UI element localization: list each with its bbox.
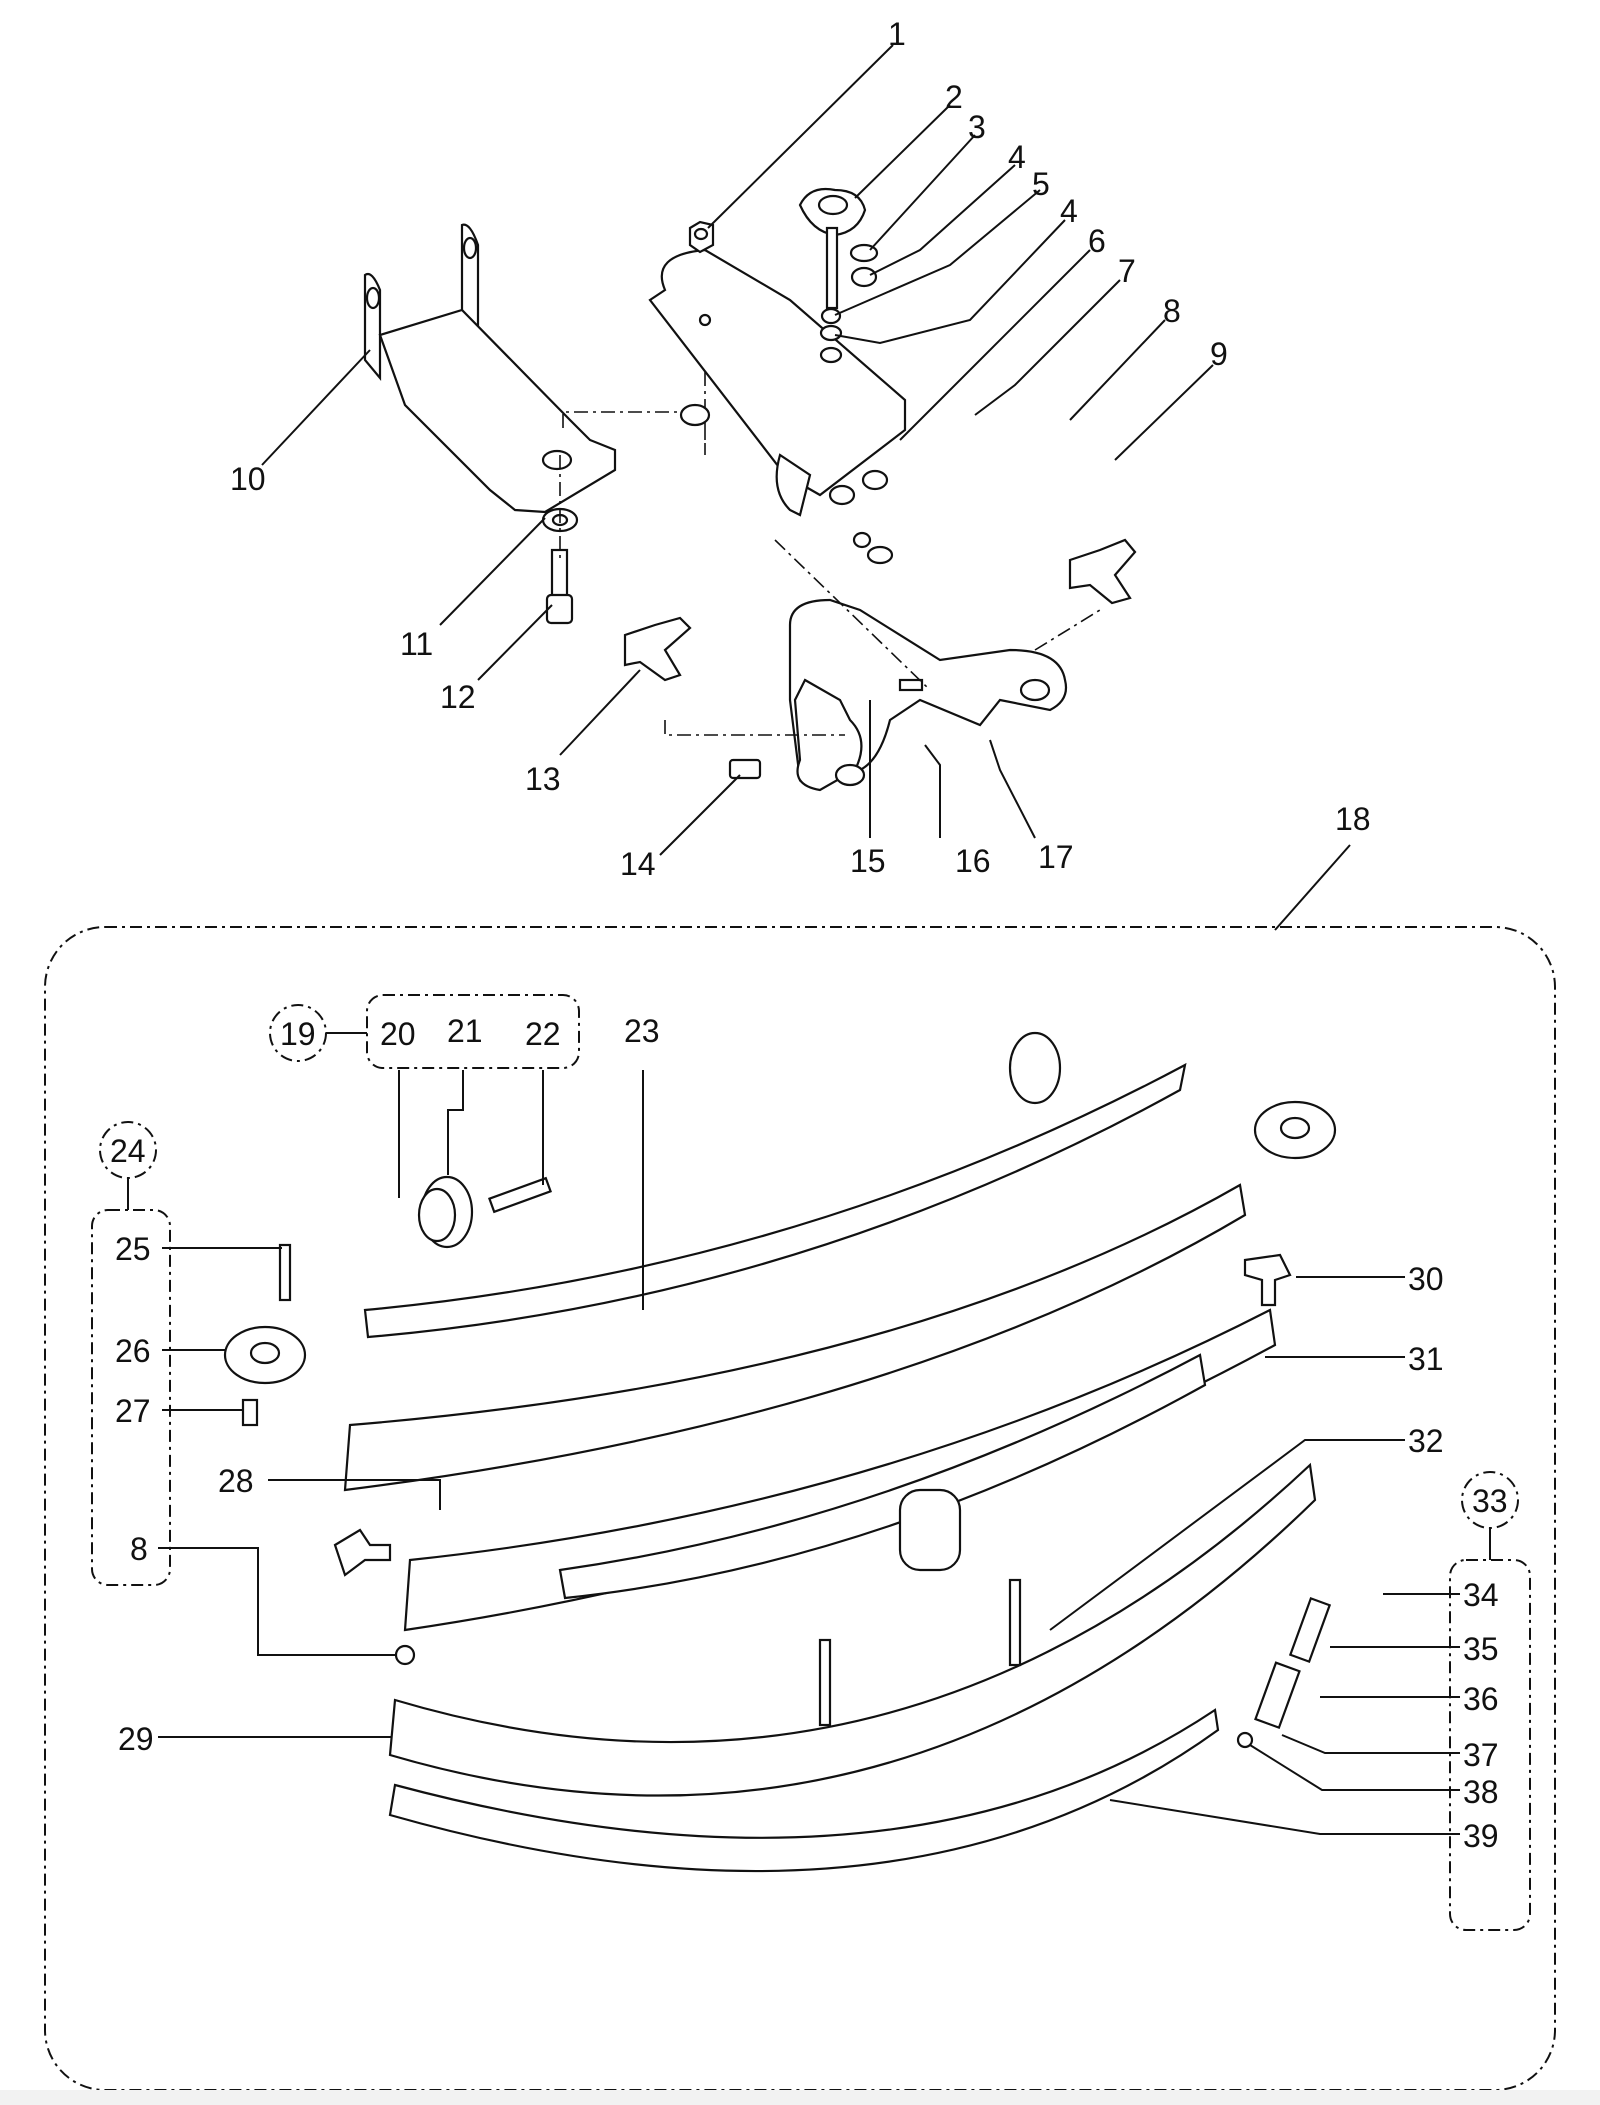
- callout-27: 27: [115, 1393, 151, 1429]
- washer-4: [819, 324, 843, 364]
- callout-21: 21: [447, 1013, 483, 1049]
- star-knob-right: [1068, 538, 1137, 605]
- assembly-18-boundary: [44, 926, 1556, 2091]
- callout-29: 29: [118, 1721, 154, 1757]
- callout-39: 39: [1463, 1818, 1499, 1854]
- callout-25: 25: [115, 1231, 151, 1267]
- callout-33: 33: [1472, 1483, 1508, 1519]
- callout-35: 35: [1463, 1631, 1499, 1667]
- rail-29: [388, 1462, 1317, 1797]
- shoulder-bolt-12: [545, 548, 574, 625]
- callout-12: 12: [440, 679, 476, 715]
- callout-15: 15: [850, 843, 886, 879]
- callout-23: 23: [624, 1013, 660, 1049]
- wheel-top-right: [1253, 1100, 1337, 1160]
- nut-8-lower: [394, 1644, 416, 1666]
- callout-19: 19: [280, 1016, 316, 1052]
- callout-4b: 4: [1060, 193, 1078, 229]
- callout-22: 22: [525, 1016, 561, 1052]
- star-knob-13: [623, 616, 692, 682]
- callout-20: 20: [380, 1016, 416, 1052]
- callout-3: 3: [968, 109, 986, 145]
- callout-18: 18: [1335, 801, 1371, 837]
- star-knob-2: [798, 187, 867, 310]
- nut-4: [850, 266, 878, 288]
- rail-23: [363, 1062, 1187, 1339]
- group-box-24: [91, 1209, 171, 1586]
- callout-38: 38: [1463, 1774, 1499, 1810]
- callout-13: 13: [525, 761, 561, 797]
- leader-lines: [127, 44, 1491, 1835]
- bolt-22: [488, 1176, 552, 1214]
- group-box-33: [1449, 1559, 1531, 1931]
- rail-39: [388, 1708, 1220, 1873]
- callout-36: 36: [1463, 1681, 1499, 1717]
- nuts-6-7: [828, 469, 889, 506]
- wheel-21: [417, 1175, 474, 1249]
- callout-8b: 8: [130, 1531, 148, 1567]
- callout-24: 24: [110, 1133, 146, 1169]
- callout-2: 2: [945, 79, 963, 115]
- knob-30: [1243, 1253, 1292, 1307]
- group-box-19: [366, 994, 580, 1069]
- callout-4a: 4: [1008, 139, 1026, 175]
- pin-25: [278, 1243, 292, 1302]
- washer-9: [866, 545, 894, 565]
- bolts-32: [818, 1578, 1022, 1727]
- callout-37: 37: [1463, 1737, 1499, 1773]
- callout-32: 32: [1408, 1423, 1444, 1459]
- callout-6: 6: [1088, 223, 1106, 259]
- callout-34: 34: [1463, 1577, 1499, 1613]
- callout-31: 31: [1408, 1341, 1444, 1377]
- callout-14: 14: [620, 846, 656, 882]
- callout-28: 28: [218, 1463, 254, 1499]
- callout-16: 16: [955, 843, 991, 879]
- callout-26: 26: [115, 1333, 151, 1369]
- bracket-10: [363, 223, 617, 514]
- base-plate-16-17: [788, 598, 1068, 792]
- bottom-bar: [0, 2090, 1600, 2105]
- callout-30: 30: [1408, 1261, 1444, 1297]
- rail-28: [343, 1183, 1247, 1492]
- callout-5: 5: [1032, 166, 1050, 202]
- callout-labels: 1 2 3 4 5 4 6 7 8 9 10 11 12 13 14 15 16…: [110, 16, 1508, 1854]
- wheel-26: [223, 1325, 307, 1385]
- callout-1: 1: [888, 16, 906, 52]
- callout-9: 9: [1210, 336, 1228, 372]
- axis-line: [664, 539, 1101, 736]
- latch-33: [1236, 1596, 1332, 1749]
- callout-11: 11: [400, 626, 433, 662]
- knob-left: [333, 1528, 392, 1577]
- wheel-top-mid: [1008, 1031, 1062, 1105]
- spacer-5: [820, 307, 842, 325]
- spacer-27: [241, 1398, 259, 1427]
- screw-14: [728, 758, 762, 780]
- nut-1: [688, 220, 715, 254]
- screw-15: [898, 678, 924, 692]
- callout-8a: 8: [1163, 293, 1181, 329]
- frame-31: [403, 1308, 1277, 1632]
- callout-7: 7: [1118, 253, 1136, 289]
- callout-17: 17: [1038, 839, 1074, 875]
- nut-8-upper: [852, 531, 872, 549]
- plate: [648, 248, 907, 517]
- callout-10: 10: [230, 461, 266, 497]
